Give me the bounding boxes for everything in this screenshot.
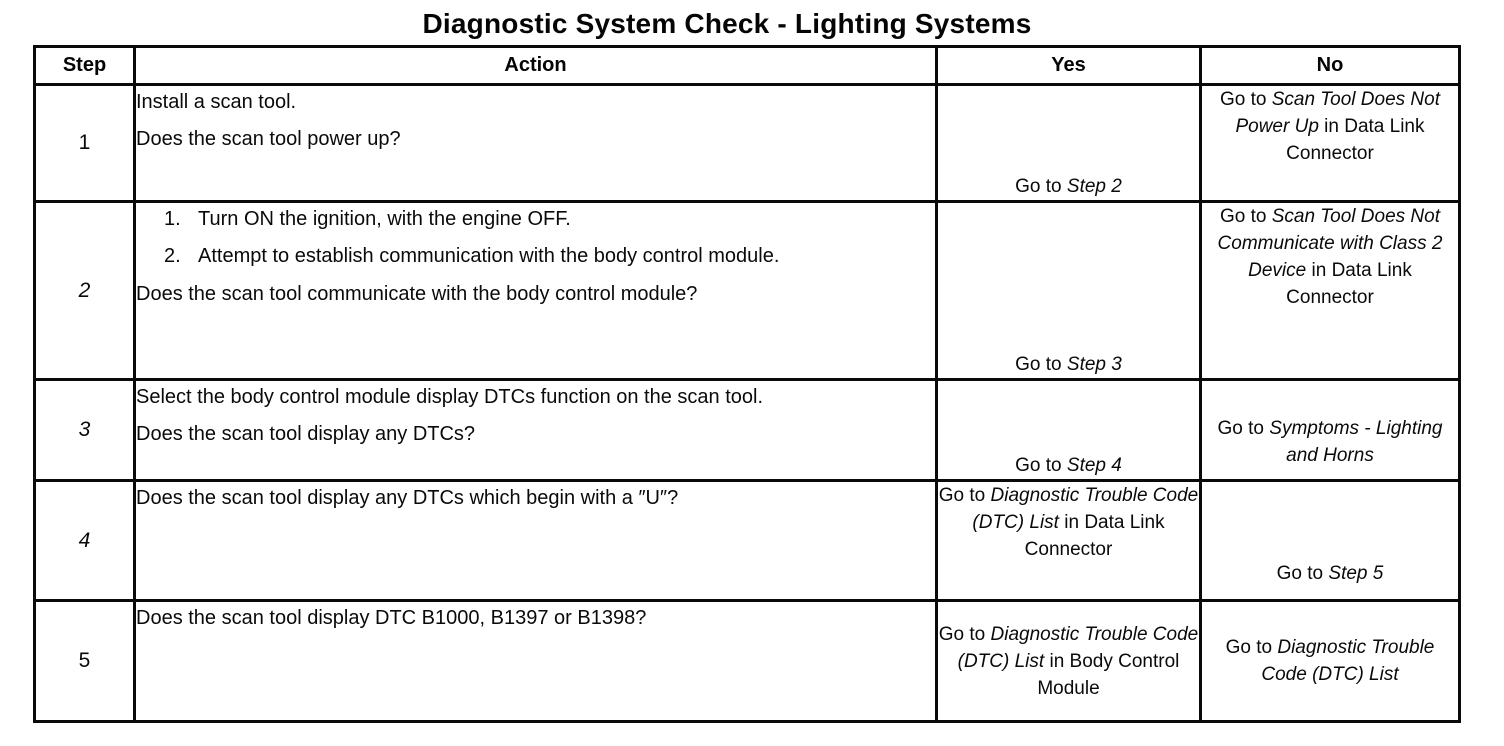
action-list-item: 1. Turn ON the ignition, with the engine …	[164, 205, 934, 237]
action-cell: Select the body control module display D…	[133, 378, 938, 482]
goto-text: Go to	[1015, 354, 1067, 375]
reference-text: Symptoms - Lighting and Horns	[1269, 418, 1443, 466]
table-row: 4 Does the scan tool display any DTCs wh…	[33, 479, 1461, 602]
goto-text: Go to	[1276, 563, 1329, 584]
list-number: 1.	[164, 208, 181, 230]
goto-text: Go to	[1015, 455, 1067, 476]
reference-text: Diagnostic Trouble Code (DTC) List	[957, 623, 1199, 672]
table-row: 2 1. Turn ON the ignition, with the engin…	[33, 200, 1461, 381]
action-line: Select the body control module display D…	[136, 386, 764, 408]
table-row: 3 Select the body control module display…	[33, 378, 1461, 482]
action-cell: Does the scan tool display any DTCs whic…	[133, 479, 938, 602]
goto-text: Go to	[938, 485, 991, 506]
reference-text: Step 2	[1066, 176, 1122, 197]
no-cell: Go to Step 5	[1199, 479, 1461, 602]
header-row: Step Action Yes No	[33, 45, 1461, 86]
no-cell: Go to Diagnostic Trouble Code (DTC) List	[1199, 599, 1461, 723]
goto-text: Go to	[1015, 176, 1067, 197]
goto-text: in Body Control Module	[1037, 650, 1180, 699]
list-number: 2.	[164, 245, 181, 267]
reference-text: Diagnostic Trouble Code (DTC) List	[972, 485, 1199, 533]
col-header-action: Action	[133, 45, 938, 86]
goto-text: Go to	[1219, 206, 1272, 227]
action-list-item: 2. Attempt to establish communication wit…	[164, 240, 934, 273]
action-cell: Does the scan tool display DTC B1000, B1…	[133, 599, 938, 723]
action-line: Does the scan tool display any DTCs?	[136, 423, 476, 445]
yes-cell: Go to Step 2	[935, 83, 1202, 203]
step-cell: 3	[33, 378, 136, 482]
action-line: Does the scan tool communicate with the …	[136, 283, 698, 305]
action-cell: Install a scan tool. Does the scan tool p…	[133, 83, 938, 203]
action-line: Does the scan tool display any DTCs whic…	[136, 487, 679, 509]
step-cell: 1	[33, 83, 136, 203]
goto-text: in Data Link Connector	[1024, 512, 1165, 560]
yes-cell: Go to Step 3	[935, 200, 1202, 381]
step-cell: 5	[33, 599, 136, 723]
reference-text: Scan Tool Does Not Communicate with Clas…	[1217, 206, 1443, 281]
reference-text: Diagnostic Trouble Code (DTC) List	[1261, 637, 1435, 685]
goto-text: in Data Link Connector	[1286, 116, 1425, 164]
list-text: Turn ON the ignition, with the engine OF…	[198, 208, 571, 230]
action-line: Does the scan tool power up?	[136, 128, 401, 150]
step-cell: 2	[33, 200, 136, 381]
goto-text: in Data Link Connector	[1286, 260, 1412, 308]
table-row: 5 Does the scan tool display DTC B1000, …	[33, 599, 1461, 723]
action-line: Does the scan tool display DTC B1000, B1…	[136, 607, 647, 629]
no-cell: Go to Symptoms - Lighting and Horns	[1199, 378, 1461, 482]
col-header-step: Step	[33, 45, 136, 86]
col-header-no: No	[1199, 45, 1461, 86]
yes-cell: Go to Diagnostic Trouble Code (DTC) List…	[935, 479, 1202, 602]
list-text: Attempt to establish communication with …	[198, 245, 780, 267]
col-header-yes: Yes	[935, 45, 1202, 86]
reference-text: Step 3	[1066, 354, 1122, 375]
diagnostic-table: Step Action Yes No 1 Install a scan tool…	[33, 45, 1461, 723]
reference-text: Scan Tool Does Not Power Up	[1235, 89, 1441, 137]
reference-text: Step 4	[1066, 455, 1122, 476]
page-title: Diagnostic System Check - Lighting Syste…	[422, 8, 1032, 39]
action-cell: 1. Turn ON the ignition, with the engine …	[133, 200, 938, 381]
goto-text: Go to	[1217, 418, 1270, 439]
step-cell: 4	[33, 479, 136, 602]
goto-text: Go to	[1225, 637, 1278, 658]
goto-text: Go to	[938, 623, 991, 645]
goto-text: Go to	[1219, 89, 1272, 110]
table-body: 1 Install a scan tool. Does the scan tool…	[33, 83, 1461, 723]
no-cell: Go to Scan Tool Does Not Communicate wit…	[1199, 200, 1461, 381]
no-cell: Go to Scan Tool Does Not Power Up in Dat…	[1199, 83, 1461, 203]
table-row: 1 Install a scan tool. Does the scan tool…	[33, 83, 1461, 203]
action-line: Install a scan tool.	[136, 91, 297, 113]
reference-text: Step 5	[1328, 563, 1384, 584]
yes-cell: Go to Step 4	[935, 378, 1202, 482]
yes-cell: Go to Diagnostic Trouble Code (DTC) List…	[935, 599, 1202, 723]
